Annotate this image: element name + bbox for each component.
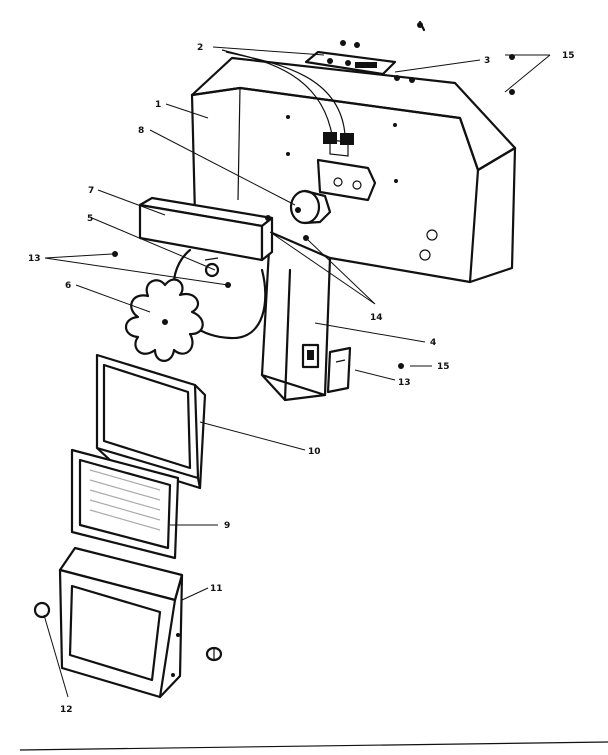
wiring-harness bbox=[221, 49, 354, 145]
ring-fastener bbox=[33, 601, 51, 619]
callout-8: 8 bbox=[138, 126, 144, 136]
screws bbox=[112, 20, 515, 369]
callout-10: 10 bbox=[308, 447, 321, 457]
callout-13-right: 13 bbox=[398, 378, 411, 388]
callout-3: 3 bbox=[484, 56, 490, 66]
callout-14: 14 bbox=[370, 313, 383, 323]
grille-frame-11 bbox=[58, 546, 184, 699]
switch-plate bbox=[304, 50, 397, 76]
filter-media-9 bbox=[70, 448, 180, 560]
callout-11: 11 bbox=[210, 584, 223, 594]
motor bbox=[289, 189, 332, 225]
callout-9: 9 bbox=[224, 521, 230, 531]
scan-edge-line bbox=[19, 741, 608, 751]
control-knob bbox=[205, 646, 223, 662]
callout-6: 6 bbox=[65, 281, 71, 291]
blower-housing bbox=[260, 230, 332, 402]
cabinet-housing bbox=[190, 56, 517, 284]
callout-15-top: 15 bbox=[562, 51, 575, 61]
callout-4: 4 bbox=[430, 338, 436, 348]
filter-frame-10 bbox=[95, 353, 207, 490]
callout-13-left: 13 bbox=[28, 254, 41, 264]
fan-blade bbox=[124, 278, 204, 362]
callout-1: 1 bbox=[155, 100, 161, 110]
callout-7: 7 bbox=[88, 186, 94, 196]
callout-5: 5 bbox=[87, 214, 93, 224]
control-panel-bar bbox=[138, 196, 274, 262]
callout-2: 2 bbox=[197, 43, 203, 53]
leader-lines bbox=[43, 46, 551, 698]
callout-15-right: 15 bbox=[437, 362, 450, 372]
callout-12: 12 bbox=[60, 705, 73, 715]
mounting-clip bbox=[326, 346, 352, 394]
